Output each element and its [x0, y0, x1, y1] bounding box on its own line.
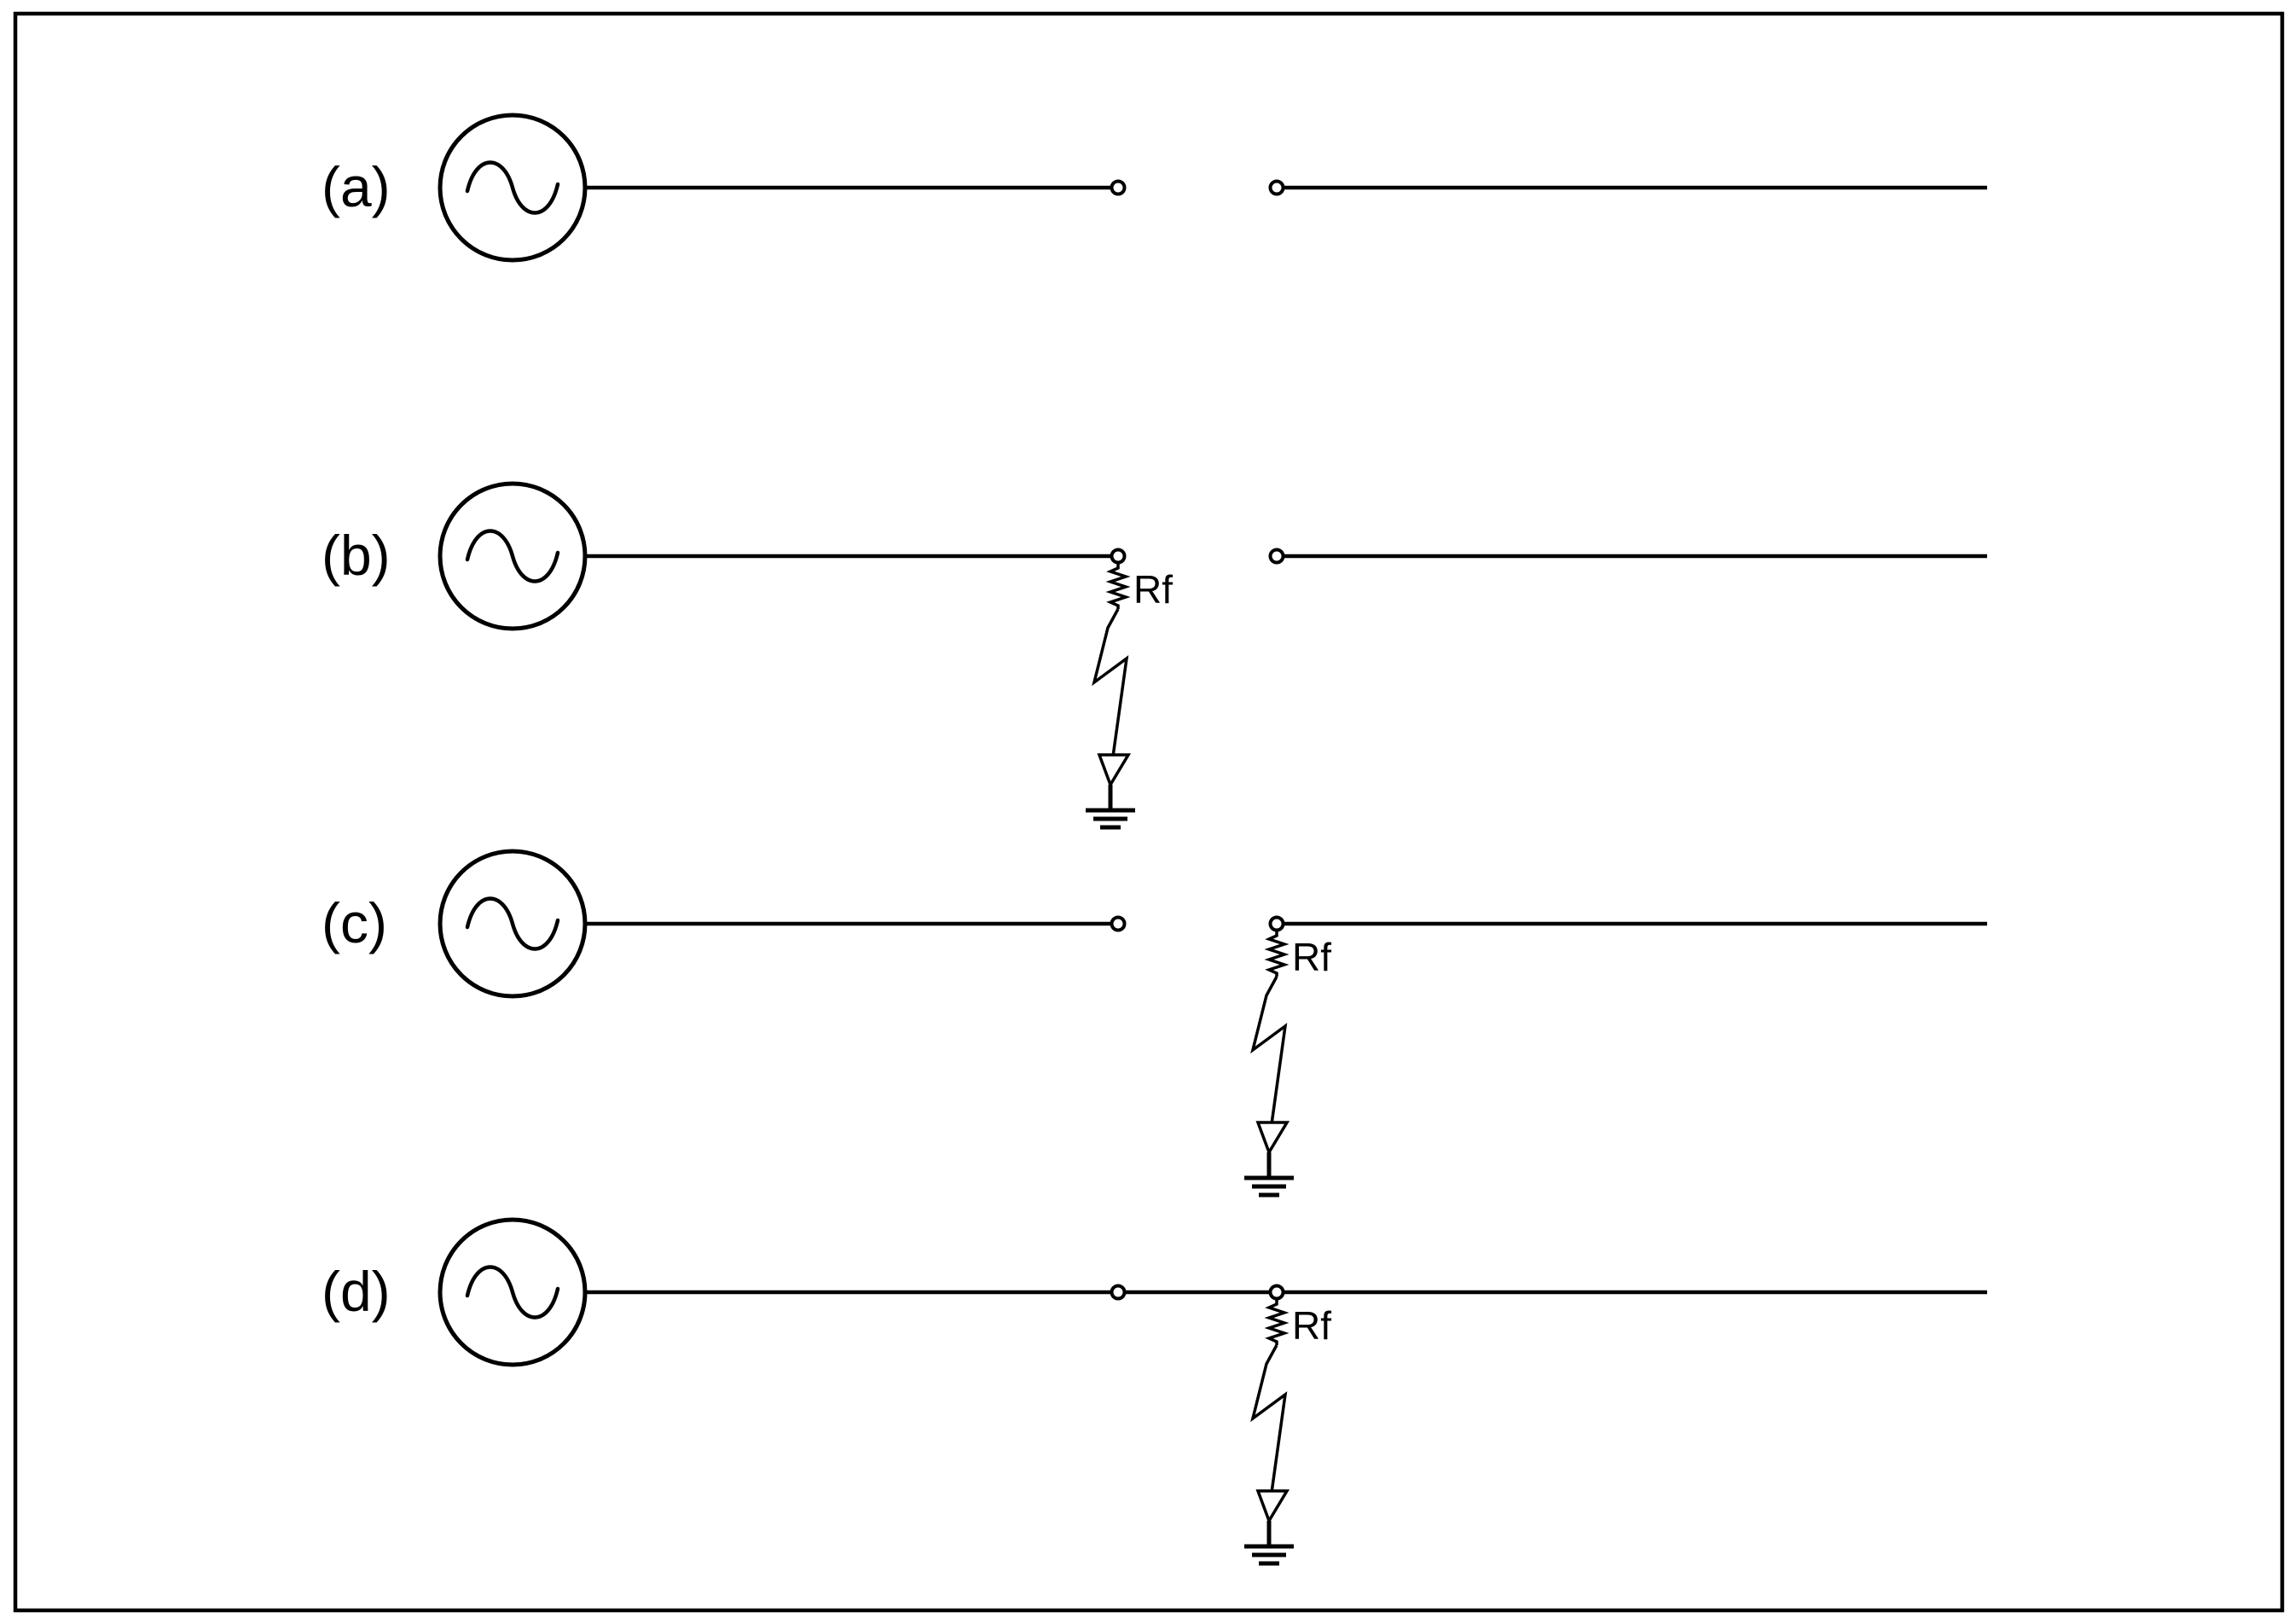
ground-icon	[1244, 1175, 1294, 1198]
breaker-terminal-right	[1268, 548, 1285, 565]
breaker-terminal-right	[1268, 1284, 1285, 1301]
fault-bolt	[1092, 608, 1129, 757]
ac-source-icon	[438, 1217, 588, 1367]
diagram-frame	[13, 11, 2285, 1613]
breaker-terminal-left	[1110, 179, 1127, 196]
fault-arrow	[1097, 753, 1132, 789]
ac-source-icon	[438, 113, 588, 263]
case-label-a: (a)	[322, 155, 391, 218]
fault-arrow	[1255, 1121, 1290, 1157]
case-b: (b) Rf	[322, 481, 1987, 830]
fault-bolt	[1250, 976, 1288, 1125]
fault-arrow	[1255, 1489, 1290, 1525]
ground-icon	[1244, 1544, 1294, 1566]
resistor-icon	[1264, 1299, 1289, 1345]
case-c: (c) Rf	[322, 849, 1987, 1198]
breaker-terminal-right	[1268, 915, 1285, 932]
resistor-label: Rf	[1292, 1303, 1331, 1348]
case-label-c: (c)	[322, 891, 387, 954]
resistor-icon	[1264, 931, 1289, 977]
case-label-d: (d)	[322, 1260, 391, 1323]
breaker-terminal-right	[1268, 179, 1285, 196]
fault-bolt	[1250, 1344, 1288, 1494]
case-a: (a)	[322, 113, 1987, 263]
resistor-label: Rf	[1133, 567, 1173, 612]
fault-branch: Rf	[1086, 563, 1173, 830]
ac-source-icon	[438, 849, 588, 999]
case-d: (d) Rf	[322, 1217, 1987, 1566]
breaker-terminal-left	[1110, 1284, 1127, 1301]
resistor-label: Rf	[1292, 935, 1331, 979]
ground-icon	[1086, 808, 1135, 830]
resistor-icon	[1105, 563, 1131, 609]
ac-source-icon	[438, 481, 588, 631]
breaker-terminal-left	[1110, 915, 1127, 932]
fault-branch: Rf	[1244, 931, 1331, 1198]
fault-branch: Rf	[1244, 1299, 1331, 1566]
case-label-b: (b)	[322, 524, 391, 587]
breaker-terminal-left	[1110, 548, 1127, 565]
